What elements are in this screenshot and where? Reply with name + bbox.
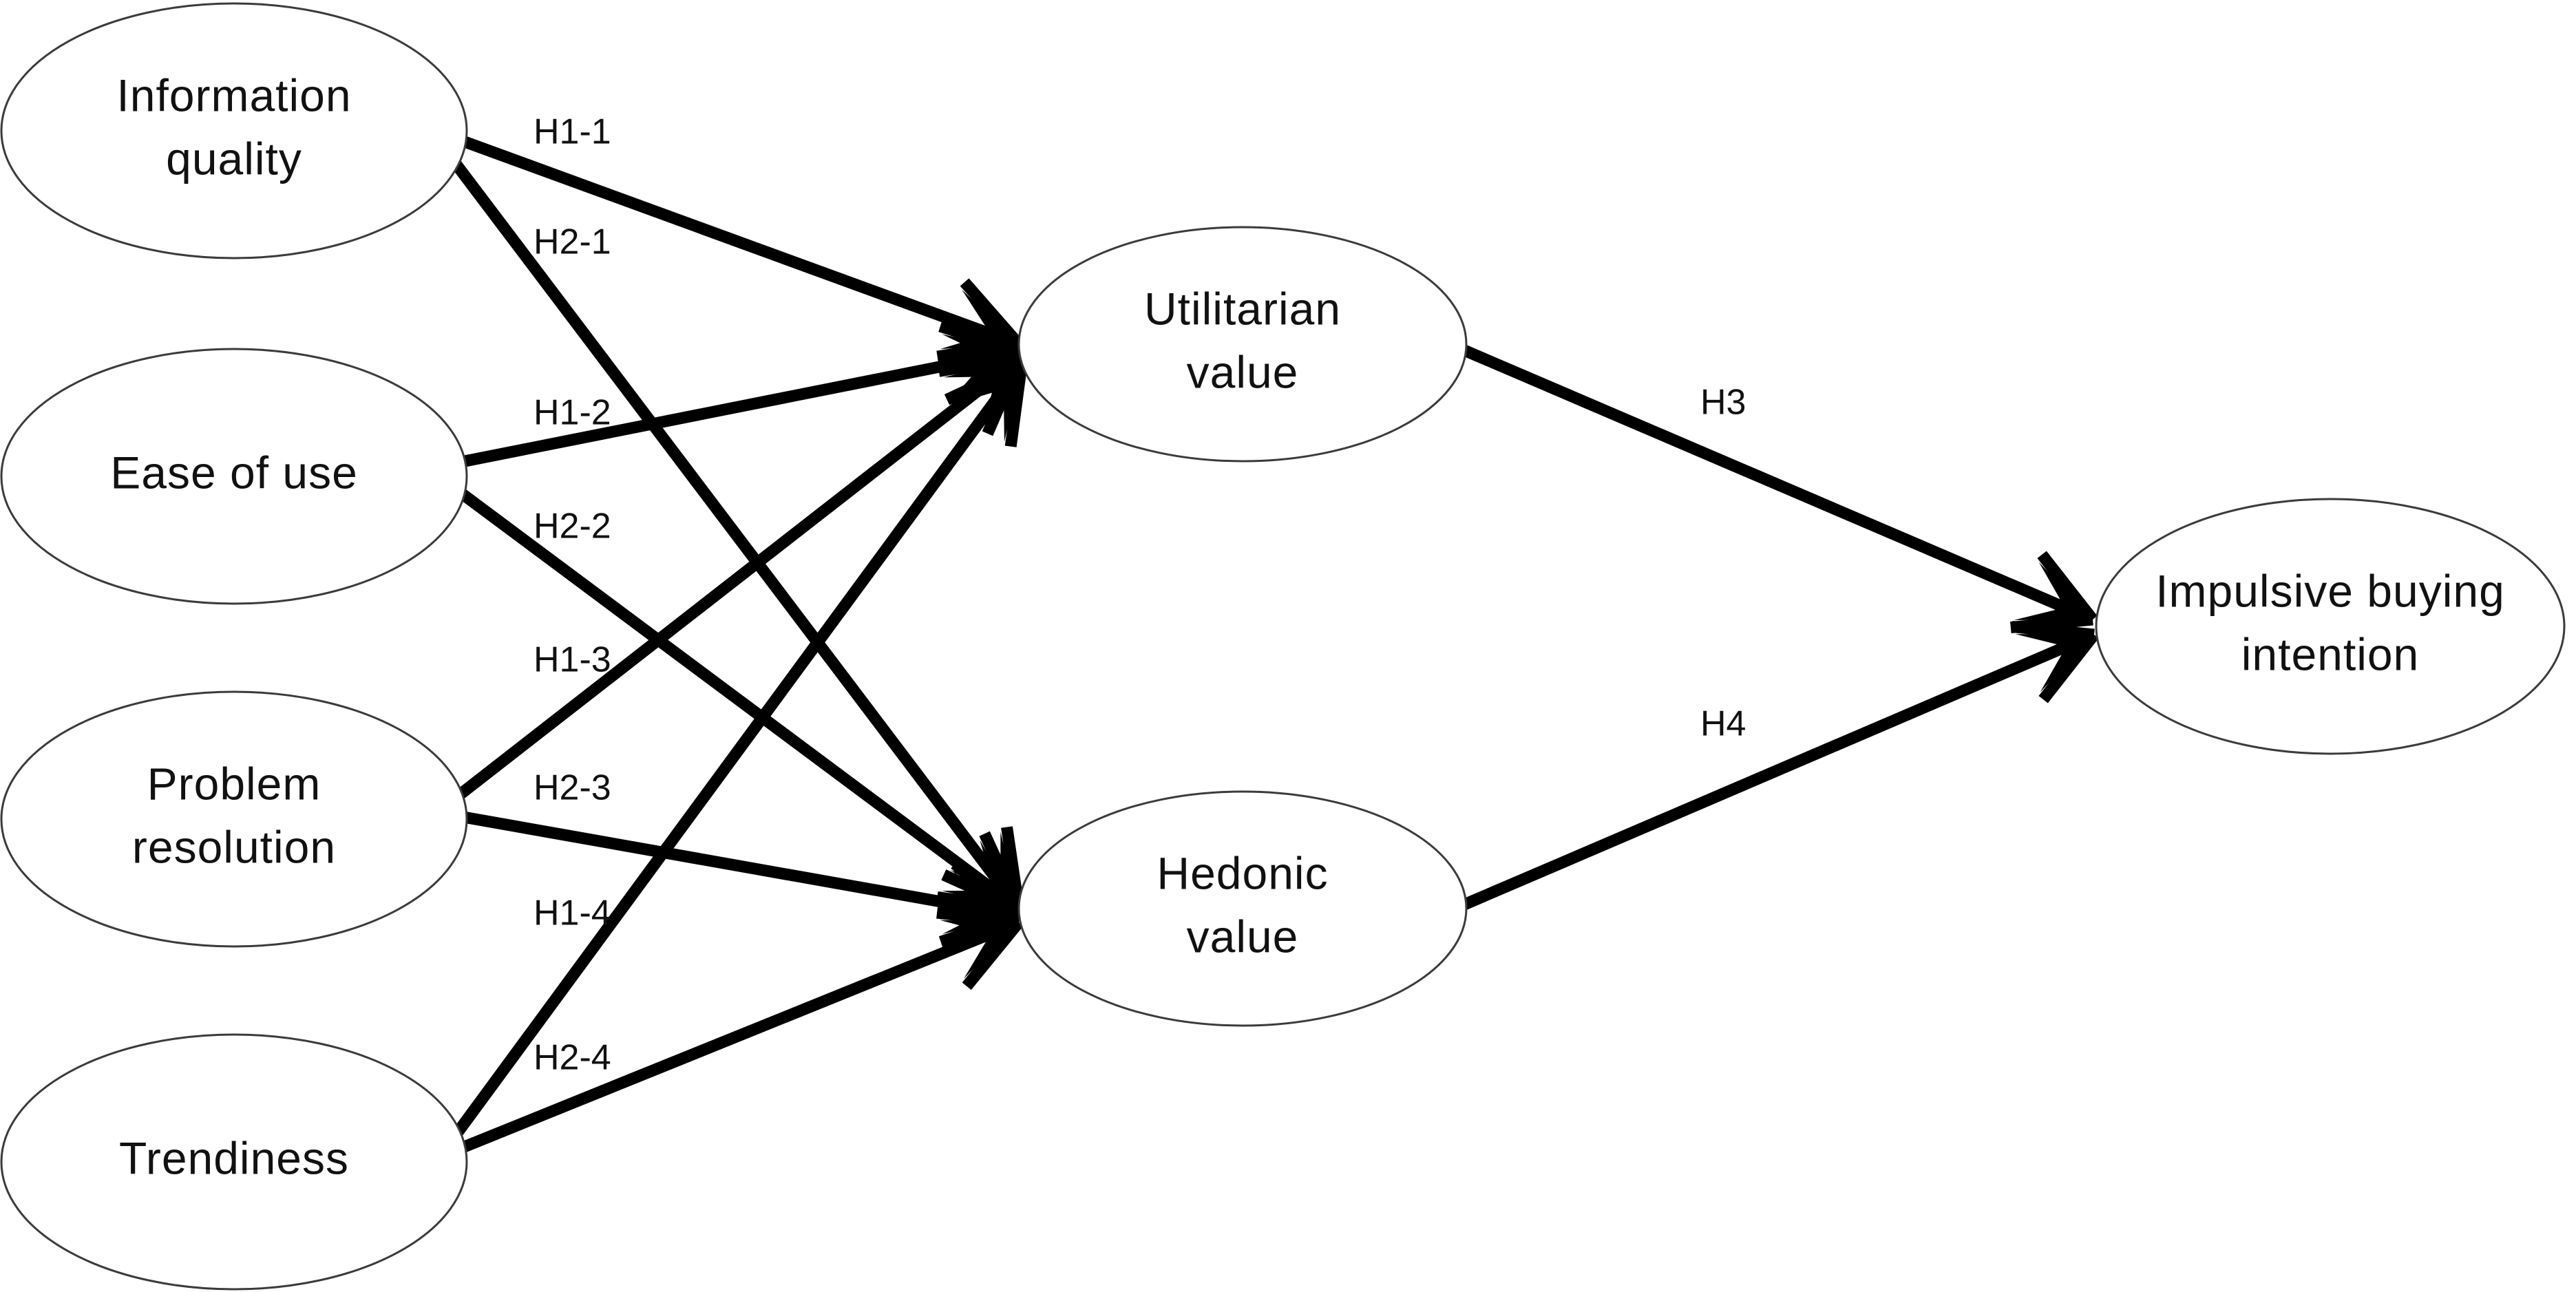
edge-arrowhead-h1-4 [953, 365, 1022, 442]
node-shape-ease-of-use [0, 348, 468, 605]
edge-h1-1 [442, 129, 1024, 363]
edge-arrow-barb-lower-h1-3 [938, 352, 1022, 377]
node-trendiness[interactable]: Trendiness [0, 1033, 468, 1291]
edge-h4 [1455, 621, 2099, 913]
edge-arrow-barb-upper-h4 [2038, 631, 2099, 703]
edge-label-h1-3: H1-3 [534, 640, 611, 680]
edge-label-h2-1: H2-1 [534, 222, 611, 262]
node-shape-trendiness [0, 1033, 468, 1291]
node-shape-problem-resolution [0, 690, 468, 948]
edge-label-h3: H3 [1700, 383, 1746, 423]
node-shape-information-quality [0, 2, 468, 260]
node-label-information-quality-line2: quality [166, 133, 302, 184]
node-problem-resolution[interactable]: Problem resolution [0, 690, 468, 948]
node-label-hedonic-value-line1: Hedonic [1157, 847, 1328, 898]
edge-arrowhead-h4 [2015, 634, 2094, 692]
edge-line-h2-3 [443, 807, 1002, 918]
edge-line-h2-2 [442, 477, 1009, 903]
edge-label-h1-1: H1-1 [534, 112, 611, 152]
node-label-ease-of-use-line1: Ease of use [110, 447, 358, 498]
edge-arrow-barb-lower-h3 [2037, 551, 2098, 624]
edge-arrowhead-h2-2 [942, 840, 1019, 909]
edge-label-h2-2: H2-2 [534, 507, 611, 547]
edge-arrow-barb-lower-h2-2 [979, 831, 1024, 911]
node-utilitarian-value[interactable]: Utilitarian value [1017, 226, 1468, 463]
edge-arrow-barb-lower-h1-1 [960, 278, 1024, 348]
node-label-utilitarian-value-line2: value [1187, 346, 1299, 397]
node-label-utilitarian-value-line1: Utilitarian [1144, 283, 1341, 334]
edge-h2-2 [442, 477, 1024, 915]
edge-arrowhead-h2-4 [940, 920, 1019, 979]
edge-line-h2-4 [441, 923, 1004, 1161]
node-shape-hedonic-value [1017, 790, 1468, 1027]
edge-arrowhead-h1-1 [940, 289, 1019, 350]
edge-h1-2 [443, 320, 1023, 472]
edge-arrow-barb-lower-h1-4 [944, 359, 1024, 405]
node-shape-impulsive-buying-intention [2095, 498, 2566, 755]
edge-line-h1-1 [442, 129, 1004, 343]
node-label-impulsive-buying-intention-line2: intention [2241, 628, 2420, 679]
node-ease-of-use[interactable]: Ease of use [0, 348, 468, 605]
edge-arrow-barb-lower-h2-3 [951, 859, 1023, 920]
edge-arrowhead-h3 [2014, 562, 2093, 620]
node-label-trendiness-line1: Trendiness [119, 1132, 349, 1183]
edge-line-h4 [1455, 636, 2080, 913]
edge-line-h1-3 [442, 364, 1010, 810]
edge-line-h2-1 [443, 149, 1013, 898]
edge-line-h1-2 [443, 348, 1002, 472]
edge-arrow-barb-lower-h1-2 [938, 320, 1021, 357]
edge-arrow-barb-upper-h2-4 [962, 918, 1024, 991]
node-label-information-quality-line1: Information [116, 70, 351, 120]
edge-line-h1-4 [441, 376, 1016, 1152]
node-label-impulsive-buying-intention-line1: Impulsive buying [2155, 565, 2505, 616]
edge-line-h3 [1455, 342, 2079, 618]
edge-label-h4: H4 [1700, 704, 1746, 744]
edge-h1-3 [442, 352, 1026, 810]
edge-arrow-barb-lower-h4 [2012, 621, 2095, 641]
node-information-quality[interactable]: Information quality [0, 2, 468, 260]
node-label-hedonic-value-line2: value [1187, 911, 1299, 962]
node-label-problem-resolution-line2: resolution [132, 821, 336, 872]
node-shape-utilitarian-value [1017, 226, 1468, 463]
node-hedonic-value[interactable]: Hedonic value [1017, 790, 1468, 1027]
edges-layer [441, 129, 2099, 1161]
node-label-problem-resolution-line1: Problem [147, 758, 321, 809]
node-impulsive-buying-intention[interactable]: Impulsive buying intention [2095, 498, 2566, 755]
edge-arrow-barb-upper-h1-4 [1004, 363, 1028, 447]
edge-arrow-barb-lower-h2-4 [936, 907, 1020, 929]
edge-label-h1-2: H1-2 [534, 393, 611, 433]
edge-h3 [1455, 342, 2098, 633]
edge-label-h1-4: H1-4 [534, 893, 611, 933]
edge-h1-4 [441, 359, 1028, 1152]
edge-label-h2-3: H2-3 [534, 768, 611, 808]
edge-h2-3 [443, 807, 1023, 948]
edge-h2-4 [441, 907, 1024, 1161]
edge-label-h2-4: H2-4 [534, 1038, 611, 1078]
